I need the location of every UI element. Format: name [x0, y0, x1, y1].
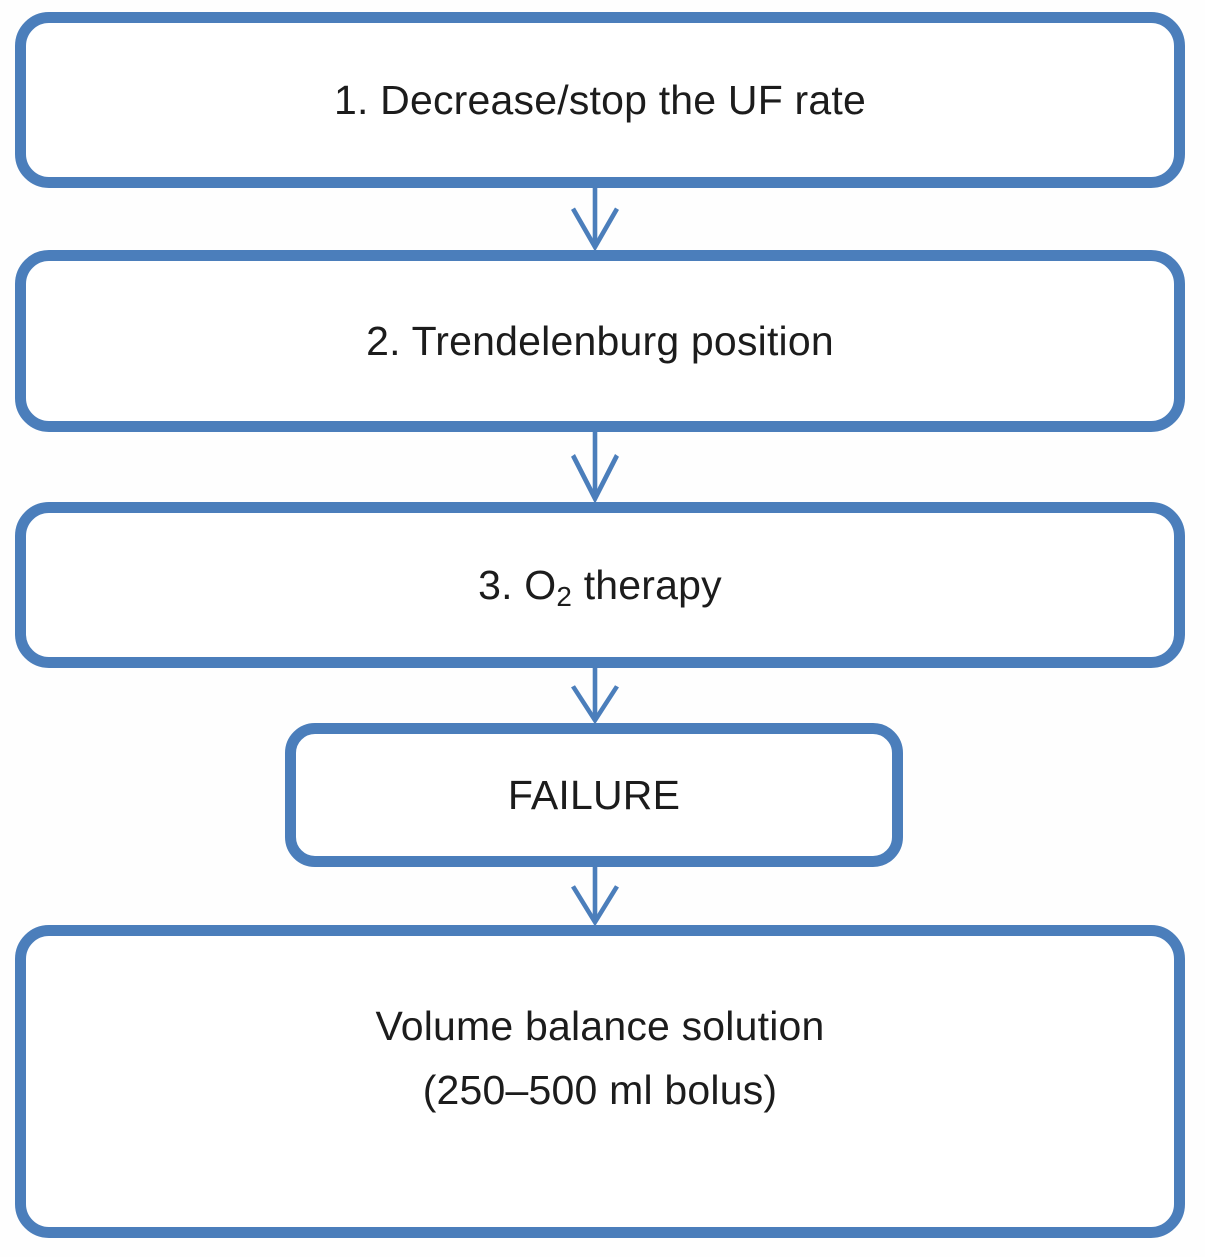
down-arrow-icon: [571, 432, 619, 502]
flow-node-step-2: 2. Trendelenburg position: [15, 250, 1185, 432]
down-arrow-icon: [571, 668, 619, 723]
flow-node-step-4: Volume balance solution (250–500 ml bolu…: [15, 925, 1185, 1238]
down-arrow-icon: [571, 867, 619, 925]
down-arrow-icon: [571, 188, 619, 250]
flow-node-step-1-label: 1. Decrease/stop the UF rate: [333, 76, 866, 123]
flow-node-step-1: 1. Decrease/stop the UF rate: [15, 12, 1185, 188]
flow-node-step-4-label-line1: Volume balance solution: [375, 1002, 825, 1049]
flow-node-step-4-label: Volume balance solution (250–500 ml bolu…: [375, 995, 824, 1122]
oxygen-subscript: 2: [556, 581, 573, 613]
flow-node-failure: FAILURE: [285, 723, 903, 867]
flow-node-step-3-label: 3. O2 therapy: [478, 561, 722, 613]
flow-node-step-4-label-line2: (250–500 ml bolus): [422, 1066, 778, 1113]
flow-node-step-2-label: 2. Trendelenburg position: [366, 317, 834, 364]
flow-node-failure-label: FAILURE: [507, 771, 681, 818]
flow-node-step-3-label-suffix: therapy: [572, 561, 722, 608]
flow-node-step-3: 3. O2 therapy: [15, 502, 1185, 668]
flow-node-step-3-label-prefix: 3. O: [478, 561, 557, 608]
